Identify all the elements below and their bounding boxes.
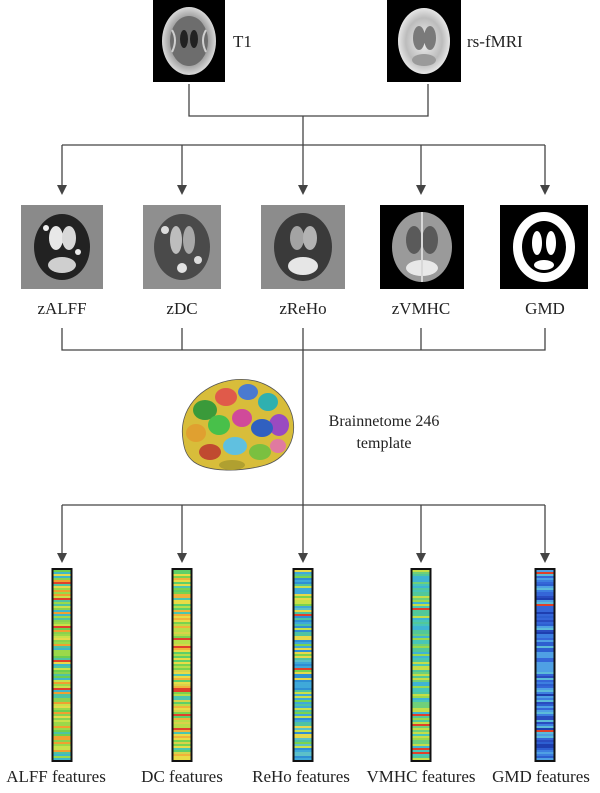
gmd-feature-bar [534, 568, 556, 762]
map-arrows [57, 145, 550, 195]
brainnetome-atlas-image [181, 378, 294, 471]
gmd-map-image [500, 205, 588, 289]
alff-features-label: ALFF features [6, 767, 106, 786]
zalff-label: zALFF [37, 299, 87, 318]
vmhc-feature-bar [410, 568, 432, 762]
alff-feature-bar [51, 568, 73, 762]
t1-label: T1 [233, 32, 252, 51]
rs-fmri-label: rs-fMRI [467, 32, 523, 51]
input-merge-connector [188, 84, 429, 117]
gmd-label: GMD [525, 299, 565, 318]
zreho-label: zReHo [279, 299, 327, 318]
dc-feature-bar [171, 568, 193, 762]
zreho-map-image [261, 205, 345, 289]
zvmhc-label: zVMHC [391, 299, 451, 318]
reho-features-label: ReHo features [252, 767, 350, 786]
t1-image [153, 0, 225, 82]
zdc-map-image [143, 205, 221, 289]
zdc-label: zDC [166, 299, 198, 318]
dc-features-label: DC features [141, 767, 223, 786]
reho-feature-bar [292, 568, 314, 762]
template-label: Brainnetome 246 template [329, 411, 440, 455]
zvmhc-map-image [380, 205, 464, 289]
gmd-features-label: GMD features [492, 767, 590, 786]
rs-fmri-image [387, 0, 461, 82]
feature-arrows [57, 505, 550, 563]
zalff-map-image [21, 205, 103, 289]
template-line-2: template [356, 435, 412, 452]
vmhc-features-label: VMHC features [366, 767, 476, 786]
template-line-1: Brainnetome 246 [328, 413, 440, 430]
